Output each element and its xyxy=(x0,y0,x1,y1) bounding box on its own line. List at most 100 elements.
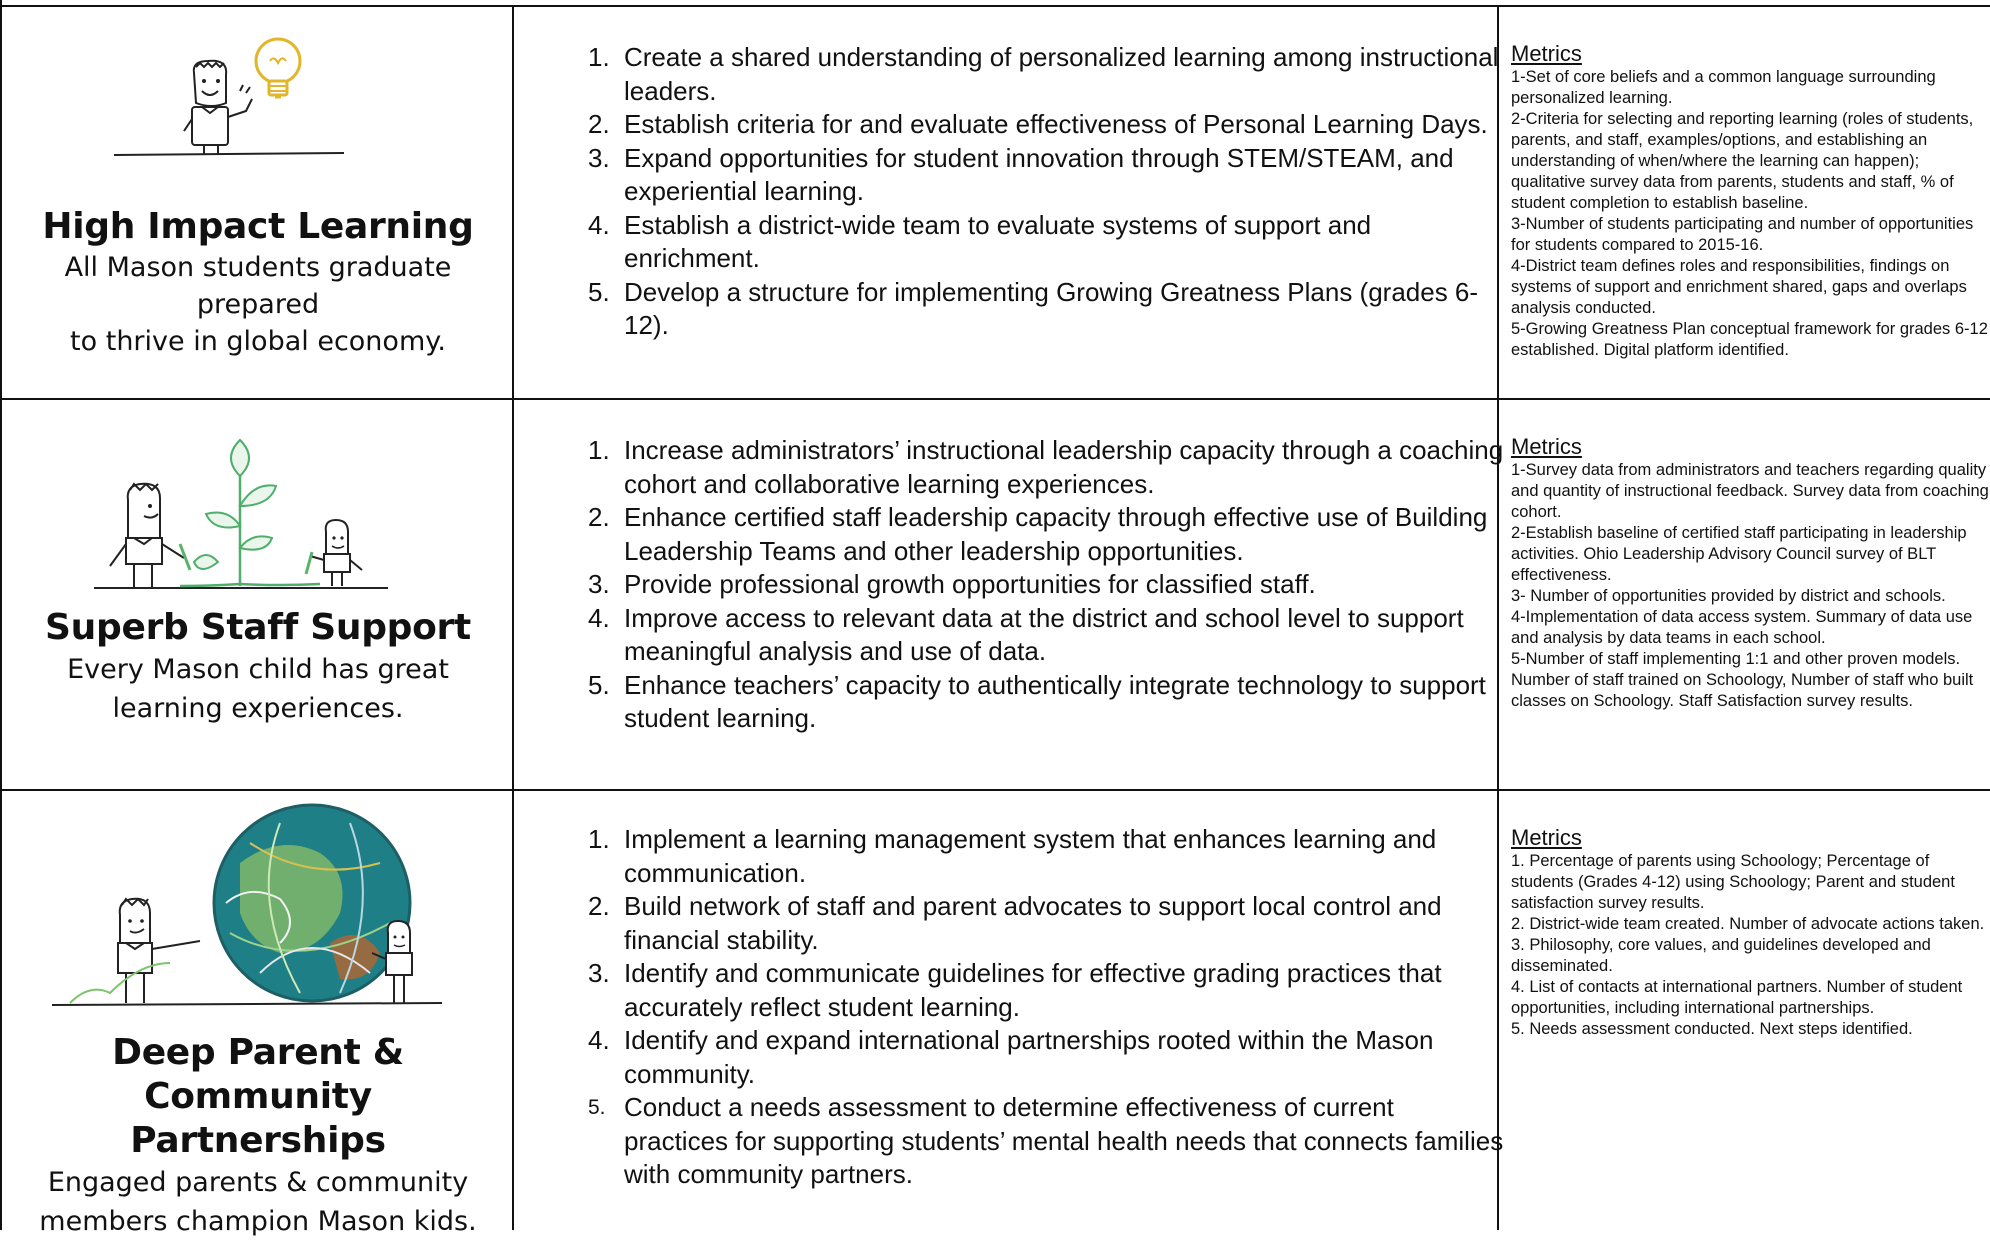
goal-item: 2. Establish criteria for and evaluate ef… xyxy=(554,108,1504,142)
metric-item: 3- Number of opportunities provided by d… xyxy=(1511,587,1946,605)
goal-item: 1. Implement a learning management system… xyxy=(554,823,1504,890)
goal-number: 5. xyxy=(588,669,610,700)
metric-item: 3-Number of students participating and n… xyxy=(1511,215,1974,254)
goal-list: 1. Increase administrators’ instructional… xyxy=(554,434,1504,736)
metrics-cell: Metrics 1. Percentage of parents using S… xyxy=(1499,791,1990,1230)
goals-cell: 1. Create a shared understanding of perso… xyxy=(514,7,1499,400)
goal-item: 2. Build network of staff and parent advo… xyxy=(554,890,1504,957)
pillar-tagline: All Mason students graduate prepared to … xyxy=(2,249,514,360)
pillar-cell: High Impact Learning All Mason students … xyxy=(2,7,514,400)
goal-number: 1. xyxy=(588,824,610,854)
goal-item: 1. Increase administrators’ instructional… xyxy=(554,434,1504,501)
metric-item: 2-Criteria for selecting and reporting l… xyxy=(1511,110,1974,212)
goal-item: 5. Conduct a needs assessment to determin… xyxy=(554,1091,1504,1192)
pillar-tagline-line: learning experiences. xyxy=(112,693,404,724)
metrics-block: Metrics 1-Survey data from administrator… xyxy=(1511,434,1989,712)
metrics-cell: Metrics 1-Survey data from administrator… xyxy=(1499,400,1990,791)
table-row-high-impact-learning: High Impact Learning All Mason students … xyxy=(2,5,1990,400)
goal-text: Identify and communicate guidelines for … xyxy=(624,958,1442,1022)
goal-item: 5. Enhance teachers’ capacity to authenti… xyxy=(554,669,1504,736)
goal-number: 5. xyxy=(588,1096,606,1119)
metric-item: 5. Needs assessment conducted. Next step… xyxy=(1511,1020,1913,1038)
goal-item: 3. Provide professional growth opportunit… xyxy=(554,568,1504,602)
pillar-text: Deep Parent & Community Partnerships Eng… xyxy=(2,1031,514,1241)
goal-item: 3. Expand opportunities for student innov… xyxy=(554,142,1504,209)
goal-number: 2. xyxy=(588,109,610,139)
metric-item: 4. List of contacts at international par… xyxy=(1511,978,1963,1017)
goal-number: 5. xyxy=(588,276,610,307)
goal-text: Expand opportunities for student innovat… xyxy=(624,142,1454,207)
pillar-tagline-line: members champion Mason kids. xyxy=(39,1206,477,1237)
goals-cell: 1. Increase administrators’ instructional… xyxy=(514,400,1503,791)
goal-text: Develop a structure for implementing Gro… xyxy=(624,276,1479,341)
goals-cell: 1. Implement a learning management system… xyxy=(514,791,1503,1230)
metric-item: 5-Number of staff implementing 1:1 and o… xyxy=(1511,650,1974,710)
metrics-block: Metrics 1. Percentage of parents using S… xyxy=(1511,825,1989,1040)
metrics-block: Metrics 1-Set of core beliefs and a comm… xyxy=(1511,41,1989,361)
goal-text: Provide professional growth opportunitie… xyxy=(624,569,1316,599)
lightbulb-character-icon xyxy=(113,37,345,156)
goal-number: 2. xyxy=(588,502,610,532)
table-row-deep-parent-community-partnerships: Deep Parent & Community Partnerships Eng… xyxy=(2,789,1990,1237)
goal-number: 4. xyxy=(588,602,610,633)
goal-number: 3. xyxy=(588,142,610,173)
goal-item: 4. Improve access to relevant data at the… xyxy=(554,602,1504,669)
metric-item: 1-Survey data from administrators and te… xyxy=(1511,461,1989,521)
globe-characters-icon xyxy=(51,803,443,1006)
pillar-title: High Impact Learning xyxy=(2,205,514,249)
pillar-tagline-line: Engaged parents & community xyxy=(47,1167,469,1198)
goal-number: 2. xyxy=(588,891,610,921)
metrics-heading: Metrics xyxy=(1511,41,1582,66)
metrics-heading: Metrics xyxy=(1511,434,1582,459)
pillar-text: High Impact Learning All Mason students … xyxy=(2,205,514,360)
metric-item: 2-Establish baseline of certified staff … xyxy=(1511,524,1967,584)
goal-text: Implement a learning management system t… xyxy=(624,824,1437,888)
goal-number: 1. xyxy=(588,435,610,465)
goal-item: 3. Identify and communicate guidelines fo… xyxy=(554,957,1504,1024)
pillar-title-line: Partnerships xyxy=(130,1120,386,1161)
pillar-title-line: Deep Parent & Community xyxy=(112,1032,404,1117)
goal-list: 1. Implement a learning management system… xyxy=(554,823,1504,1192)
pillar-tagline-line: to thrive in global economy. xyxy=(70,326,446,357)
pillar-tagline-line: Every Mason child has great xyxy=(67,654,449,685)
pillar-cell: Deep Parent & Community Partnerships Eng… xyxy=(2,791,514,1237)
goal-text: Establish criteria for and evaluate effe… xyxy=(624,109,1488,139)
pillar-tagline: Every Mason child has great learning exp… xyxy=(2,650,514,728)
goal-text: Create a shared understanding of persona… xyxy=(624,42,1499,106)
metric-item: 4-Implementation of data access system. … xyxy=(1511,608,1973,647)
goal-text: Improve access to relevant data at the d… xyxy=(624,602,1464,667)
goal-item: 2. Enhance certified staff leadership cap… xyxy=(554,501,1504,568)
goal-text: Identify and expand international partne… xyxy=(624,1025,1434,1089)
metric-item: 5-Growing Greatness Plan conceptual fram… xyxy=(1511,320,1988,359)
table-row-superb-staff-support: Superb Staff Support Every Mason child h… xyxy=(2,398,1990,791)
pillar-cell: Superb Staff Support Every Mason child h… xyxy=(2,400,514,791)
goal-text: Conduct a needs assessment to determine … xyxy=(624,1092,1504,1189)
pillar-text: Superb Staff Support Every Mason child h… xyxy=(2,606,514,728)
metrics-cell: Metrics 1-Set of core beliefs and a comm… xyxy=(1499,7,1990,400)
pillar-title: Superb Staff Support xyxy=(2,606,514,650)
goal-item: 4.Identify and expand international part… xyxy=(554,1024,1504,1091)
metric-item: 2. District-wide team created. Number of… xyxy=(1511,915,1985,933)
metric-item: 3. Philosophy, core values, and guidelin… xyxy=(1511,936,1931,975)
pillar-title-line: High Impact Learning xyxy=(42,206,474,247)
pillar-tagline-line: All Mason students graduate prepared xyxy=(64,252,452,320)
goal-number: 1. xyxy=(588,42,610,72)
goal-item: 1. Create a shared understanding of perso… xyxy=(554,41,1504,108)
pillar-title-line: Superb Staff Support xyxy=(45,607,471,648)
goal-text: Enhance teachers’ capacity to authentica… xyxy=(624,669,1486,734)
metric-item: 1. Percentage of parents using Schoology… xyxy=(1511,852,1955,912)
goal-text: Build network of staff and parent advoca… xyxy=(624,891,1442,955)
goal-number: 3. xyxy=(588,569,610,599)
goal-text: Establish a district-wide team to evalua… xyxy=(624,209,1372,274)
goal-list: 1. Create a shared understanding of perso… xyxy=(554,41,1504,343)
goal-text: Enhance certified staff leadership capac… xyxy=(624,502,1488,566)
metric-item: 1-Set of core beliefs and a common langu… xyxy=(1511,68,1936,107)
goal-number: 3. xyxy=(588,958,610,988)
goal-item: 4. Establish a district-wide team to eval… xyxy=(554,209,1504,276)
growing-plant-characters-icon xyxy=(94,438,388,589)
pillar-tagline: Engaged parents & community members cham… xyxy=(2,1163,514,1241)
goal-text: Increase administrators’ instructional l… xyxy=(624,435,1504,499)
metric-item: 4-District team defines roles and respon… xyxy=(1511,257,1967,317)
goal-number: 4. xyxy=(588,209,610,240)
